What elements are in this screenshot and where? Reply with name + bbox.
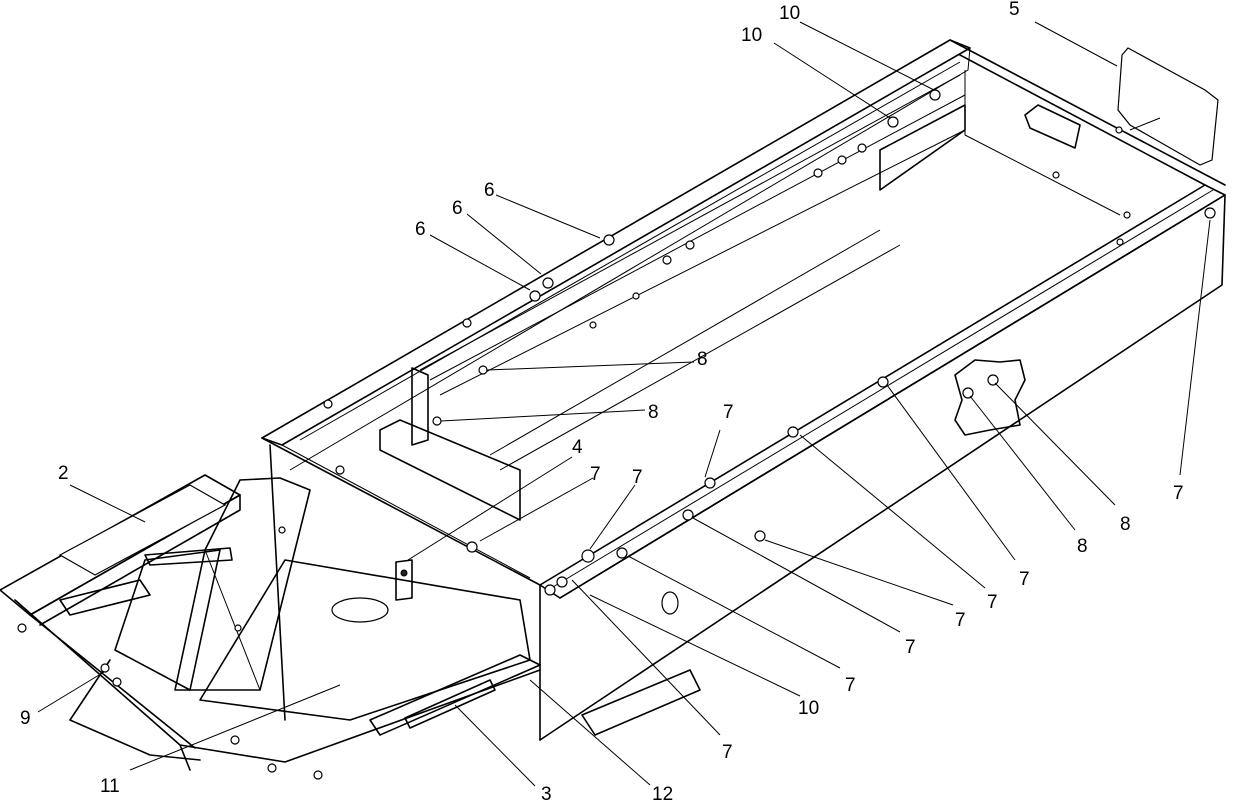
callout-labels: 2 3 4 5 6 6 6 7 7 7 7 7 7 7 7 7 7 7 8 8 … xyxy=(20,0,1184,805)
callout-6a: 6 xyxy=(484,180,495,201)
callout-5: 5 xyxy=(1009,0,1020,20)
callout-2: 2 xyxy=(58,463,69,484)
callout-7j: 7 xyxy=(722,742,733,763)
callout-7c: 7 xyxy=(590,464,601,485)
callout-10c: 10 xyxy=(798,698,819,719)
callout-6c: 6 xyxy=(415,219,426,240)
callout-8a: 8 xyxy=(697,349,708,370)
callout-7a: 7 xyxy=(1173,483,1184,504)
callout-4: 4 xyxy=(572,437,583,458)
callout-7h: 7 xyxy=(905,637,916,658)
callout-11: 11 xyxy=(100,776,120,797)
callout-9: 9 xyxy=(20,708,31,729)
callout-7f: 7 xyxy=(987,592,998,613)
frame-assembly xyxy=(0,39,1226,780)
callout-7e: 7 xyxy=(1019,569,1030,590)
leader-lines xyxy=(37,21,1211,787)
callout-7g: 7 xyxy=(955,610,966,631)
callout-7i: 7 xyxy=(845,675,856,696)
callout-8d: 8 xyxy=(1120,514,1131,535)
callout-3: 3 xyxy=(541,784,552,805)
callout-8b: 8 xyxy=(648,402,659,423)
callout-6b: 6 xyxy=(452,198,463,219)
callout-10b: 10 xyxy=(741,25,762,46)
callout-8c: 8 xyxy=(1077,536,1088,557)
callout-10a: 10 xyxy=(779,3,800,24)
callout-7d: 7 xyxy=(632,467,643,488)
callout-12: 12 xyxy=(652,784,673,805)
callout-7b: 7 xyxy=(723,402,734,423)
